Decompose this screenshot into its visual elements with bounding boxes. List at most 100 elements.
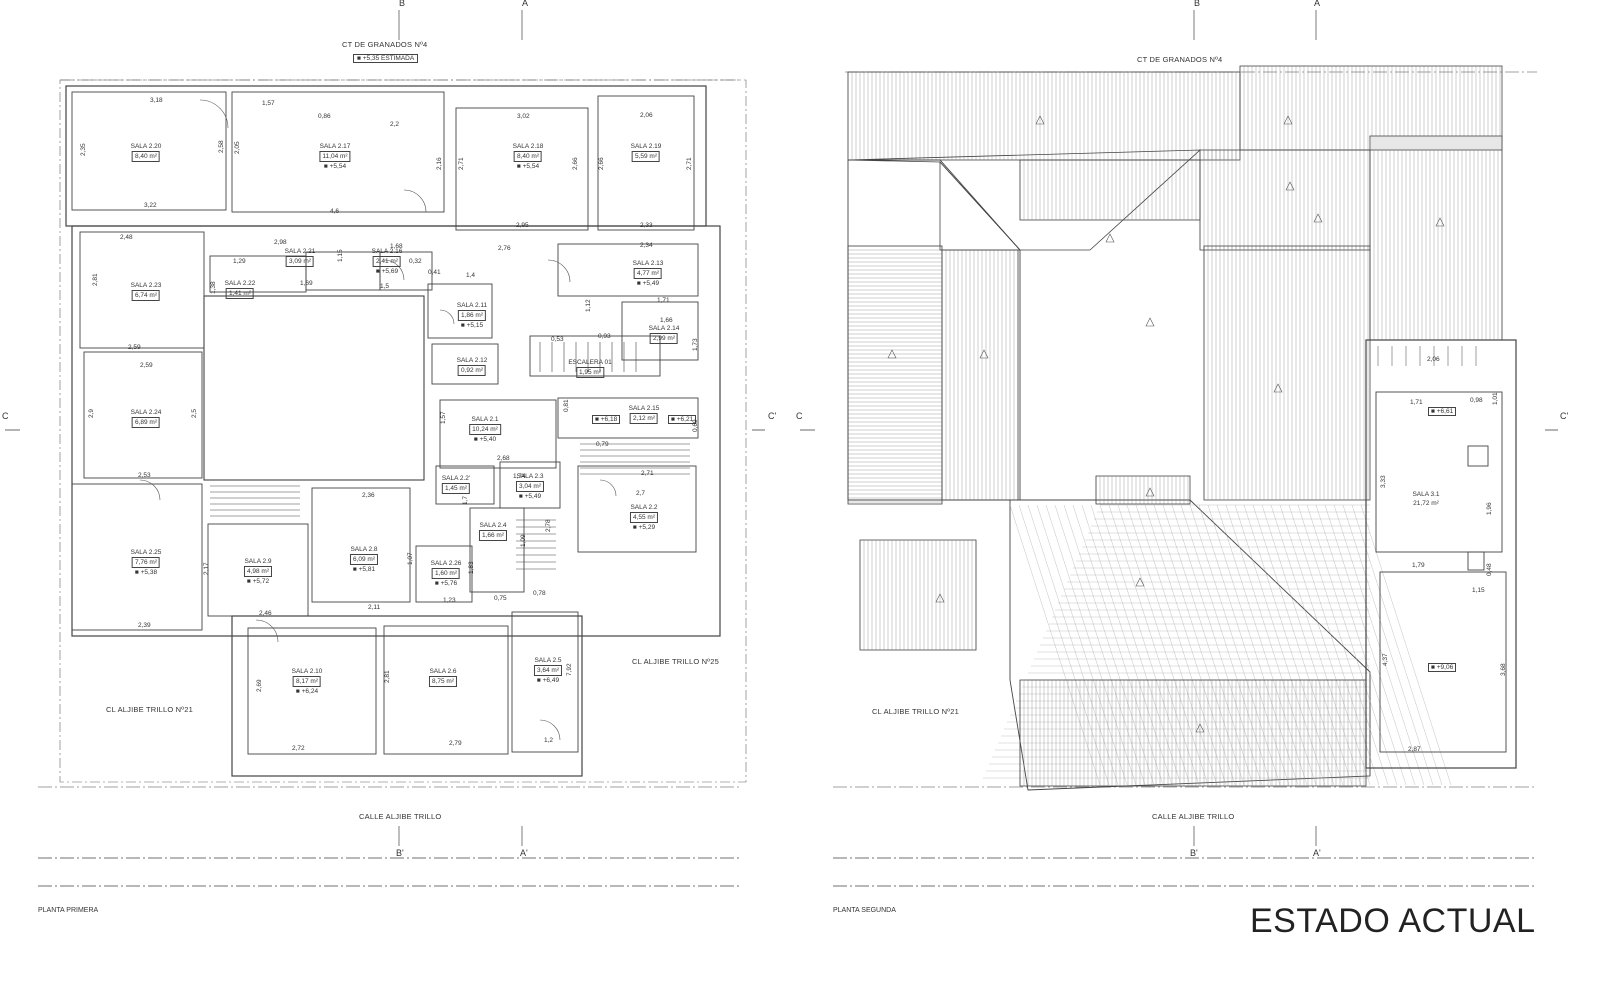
dimension-label: 1,5 <box>380 283 390 290</box>
room-area: 6,09 m² <box>349 554 379 565</box>
room-area: 4,98 m² <box>243 566 273 577</box>
dimension-label: 2,79 <box>449 740 462 747</box>
street-label-left-plan2: CL ALJIBE TRILLO Nº21 <box>872 707 959 716</box>
dimension-label: 4,6 <box>330 208 340 215</box>
room-name: SALA 2.15 <box>628 405 660 412</box>
room-area: 3,04 m² <box>515 481 545 492</box>
dimension-label: 2,46 <box>259 610 272 617</box>
dimension-label: 2,95 <box>516 222 529 229</box>
wall-outline <box>1467 551 1485 571</box>
axis-label-a-top-right: A <box>1314 0 1321 8</box>
room-area: 8,40 m² <box>131 151 161 162</box>
room-level: ■ +5,54 <box>516 163 540 170</box>
dimension-label: 2,72 <box>292 745 305 752</box>
dimension-label: 2,66 <box>572 157 579 170</box>
dimension-label: 2,71 <box>686 157 693 170</box>
dimension-label: 2,48 <box>120 234 133 241</box>
wall-outline <box>431 343 499 385</box>
dimension-label: 2,34 <box>640 242 653 249</box>
room-name: SALA 2.9 <box>244 558 272 565</box>
dimension-label: 1,2 <box>544 737 554 744</box>
room-name: SALA 2.4 <box>479 522 507 529</box>
room-name: SALA 2.2 <box>630 504 658 511</box>
room-name: SALA 2.17 <box>319 143 351 150</box>
room-area: 3,09 m² <box>285 256 315 267</box>
room-name: SALA 2.19 <box>630 143 662 150</box>
wall-outline <box>1239 65 1503 151</box>
sheet-stamp: ESTADO ACTUAL <box>1250 902 1536 940</box>
slope-arrow <box>1435 217 1445 227</box>
dimension-label: 2,69 <box>256 679 263 692</box>
slope-arrow <box>935 593 945 603</box>
wall-outline <box>1365 339 1517 769</box>
dimension-label: 2,71 <box>641 470 654 477</box>
dimension-label: 1,38 <box>210 281 217 294</box>
wall-outline <box>1203 245 1371 501</box>
wall-outline <box>71 225 721 637</box>
room-area: 4,77 m² <box>633 268 663 279</box>
axis-label-c2-left: C' <box>768 411 777 421</box>
street-label-left-plan1: CL ALJIBE TRILLO Nº21 <box>106 705 193 714</box>
door-swing <box>539 719 561 741</box>
roof-plane <box>847 149 1202 251</box>
dimension-label: 3,68 <box>1500 663 1507 676</box>
street-label-top-right: CT DE GRANADOS Nº4 <box>1137 55 1223 64</box>
wall-outline <box>1019 159 1201 221</box>
room-name: SALA 2.25 <box>130 549 162 556</box>
room-name: SALA 2.12 <box>456 357 488 364</box>
slope-arrow <box>979 349 989 359</box>
room-area: 2,12 m² <box>629 413 659 424</box>
dimension-label: 1,07 <box>407 552 414 565</box>
dimension-label: 0,79 <box>596 441 609 448</box>
dimension-label: 1,57 <box>440 411 447 424</box>
room-name: SALA 2.21 <box>284 248 316 255</box>
wall-outline <box>941 249 1019 501</box>
dimension-label: 2,87 <box>1408 746 1421 753</box>
door-swing <box>439 309 455 325</box>
room-level: ■ +5,69 <box>375 268 399 275</box>
room-level: ■ +5,38 <box>134 569 158 576</box>
level-tag: ■ +6,21 <box>668 415 697 424</box>
level-tag: ■ +9,06 <box>1428 663 1457 672</box>
wall-outline <box>859 539 977 651</box>
door-swing <box>139 479 161 501</box>
dimension-label: 2,36 <box>362 492 375 499</box>
wall-outline <box>231 91 445 213</box>
wall-outline <box>1379 571 1507 753</box>
wall-outline <box>435 465 495 505</box>
dimension-label: 1,74 <box>513 473 526 480</box>
room-area: 10,24 m² <box>469 424 501 435</box>
slope-arrow <box>887 349 897 359</box>
axis-label-a-bottom-left: A' <box>520 848 528 858</box>
dimension-label: 1,12 <box>585 299 592 312</box>
dimension-label: 1,23 <box>443 597 456 604</box>
room-level: ■ +5,54 <box>323 163 347 170</box>
room-level: ■ +6,49 <box>536 677 560 684</box>
wall-outline <box>1199 149 1371 251</box>
slope-arrow <box>1195 723 1205 733</box>
dimension-label: 2,06 <box>1427 356 1440 363</box>
dimension-label: 1,15 <box>337 249 344 262</box>
room-area: 6,74 m² <box>131 290 161 301</box>
wall-outline <box>311 487 411 603</box>
room-area: 1,66 m² <box>478 530 508 541</box>
wall-outline <box>383 625 509 755</box>
slope-arrow <box>1283 115 1293 125</box>
wall-outline <box>847 245 943 505</box>
dimension-label: 1,15 <box>1472 587 1485 594</box>
room-name: SALA 2.8 <box>350 546 378 553</box>
room-name: SALA 2.26 <box>430 560 462 567</box>
room-area: 11,04 m² <box>319 151 351 162</box>
dimension-label: 2,05 <box>234 141 241 154</box>
room-area: 6,89 m² <box>131 417 161 428</box>
